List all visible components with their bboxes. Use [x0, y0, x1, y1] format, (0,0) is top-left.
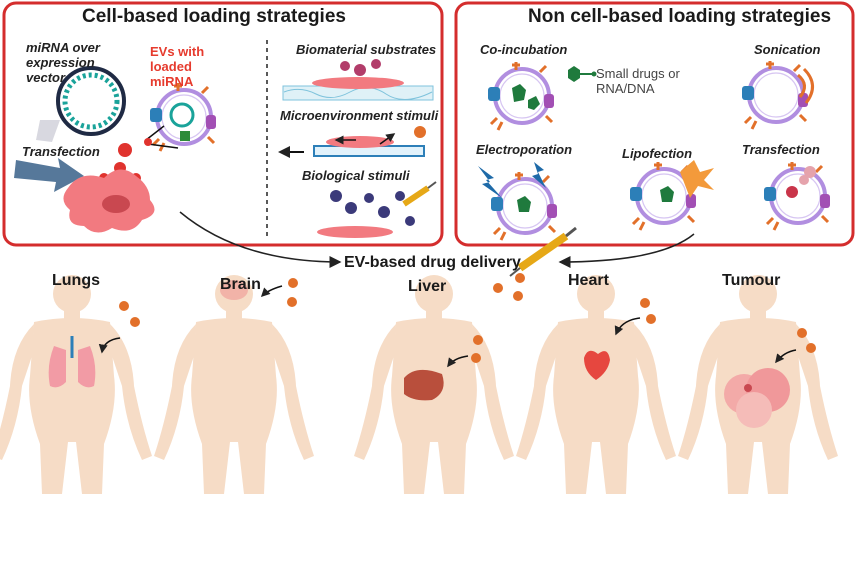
transfection-label-cell: Transfection [22, 144, 100, 159]
electroporation-label: Electroporation [476, 142, 573, 157]
mirna-vector-label: miRNA over expression vector [26, 40, 100, 85]
organ-delivery-evs-icon [98, 273, 816, 368]
organ-label-tumour: Tumour [722, 272, 781, 289]
lipid-carrier-icon [680, 160, 714, 198]
noncell-to-delivery-arrow [558, 233, 695, 268]
ev-loaded-mirna-icon [148, 81, 218, 153]
transfection-label-noncell: Transfection [742, 142, 820, 157]
body-heart-icon [516, 275, 676, 494]
delivery-label: EV-based drug delivery [344, 254, 521, 271]
body-lungs-icon [0, 275, 152, 494]
sonication-label: Sonication [754, 42, 821, 57]
lightning-bolt-icon [478, 162, 546, 198]
donor-cell-icon [63, 169, 155, 233]
noncell-panel-title: Non cell-based loading strategies [528, 6, 832, 27]
biological-stimuli-icon [317, 181, 437, 238]
organ-label-brain: Brain [220, 276, 261, 293]
body-tumour-icon [678, 275, 838, 494]
lipofection-label: Lipofection [622, 146, 693, 161]
organ-label-lungs: Lungs [52, 272, 100, 289]
transfection-arrow-icon [14, 158, 84, 192]
ev-transfection-icon [762, 160, 832, 232]
ev-coincubation-icon [486, 60, 556, 132]
non-cell-based-panel [454, 1, 855, 247]
microenvironment-stimuli-icon [278, 126, 426, 158]
ev-lipofection-icon [628, 160, 698, 232]
body-liver-icon [354, 275, 514, 494]
ev-electroporation-icon [489, 170, 559, 242]
evs-loaded-label: EVs with loaded miRNA [150, 44, 205, 89]
organ-label-liver: Liver [408, 278, 447, 295]
organ-label-heart: Heart [568, 272, 609, 289]
syringe-icon [509, 226, 577, 277]
cell-panel-title: Cell-based loading strategies [82, 6, 346, 27]
coincubation-label: Co-incubation [480, 42, 568, 57]
ev-sonication-icon [740, 59, 814, 131]
biomaterial-substrate-icon [282, 59, 434, 101]
microenvironment-label: Microenvironment stimuli [280, 108, 439, 123]
biological-label: Biological stimuli [302, 168, 410, 183]
cell-to-delivery-arrow [179, 211, 342, 268]
plasmid-vector-icon [36, 66, 126, 142]
small-drugs-label: Small drugs or RNA/DNA [596, 66, 680, 96]
small-drug-molecule-icon [568, 66, 597, 82]
biomaterial-label: Biomaterial substrates [296, 42, 437, 57]
body-brain-icon [154, 275, 314, 494]
